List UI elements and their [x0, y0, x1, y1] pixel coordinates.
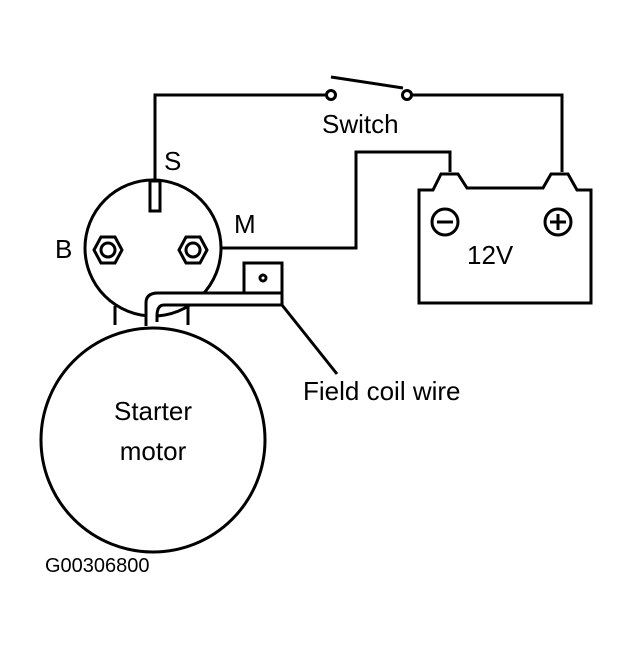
figure-id: G00306800	[45, 555, 150, 577]
positive-icon	[543, 207, 573, 237]
m-to-battery-negative-wire	[197, 150, 452, 250]
battery-body	[417, 172, 593, 305]
b-terminal-label: B	[55, 234, 72, 264]
field-coil-wire	[144, 261, 339, 375]
starter-motor-body	[39, 326, 267, 554]
switch-contact-right	[401, 89, 413, 101]
switch-label: Switch	[322, 109, 399, 139]
starter-label-line2: motor	[120, 436, 187, 466]
starter-label-line1: Starter	[114, 396, 192, 426]
s-terminal	[148, 179, 162, 213]
s-terminal-label: S	[164, 146, 181, 176]
b-terminal-nut-icon	[92, 235, 124, 265]
switch-to-battery-positive-wire	[411, 93, 564, 172]
m-terminal-label: M	[234, 209, 256, 239]
negative-icon	[430, 207, 460, 237]
battery-voltage-label: 12V	[467, 240, 514, 270]
battery	[417, 172, 593, 305]
switch	[325, 75, 413, 101]
m-terminal-nut-icon	[177, 235, 209, 265]
solenoid-mount	[113, 306, 190, 325]
switch-lever	[330, 75, 404, 90]
field-coil-terminal	[242, 261, 284, 295]
switch-contact-left	[325, 89, 337, 101]
field-coil-label: Field coil wire	[303, 376, 461, 406]
switch-to-s-wire	[153, 93, 327, 182]
